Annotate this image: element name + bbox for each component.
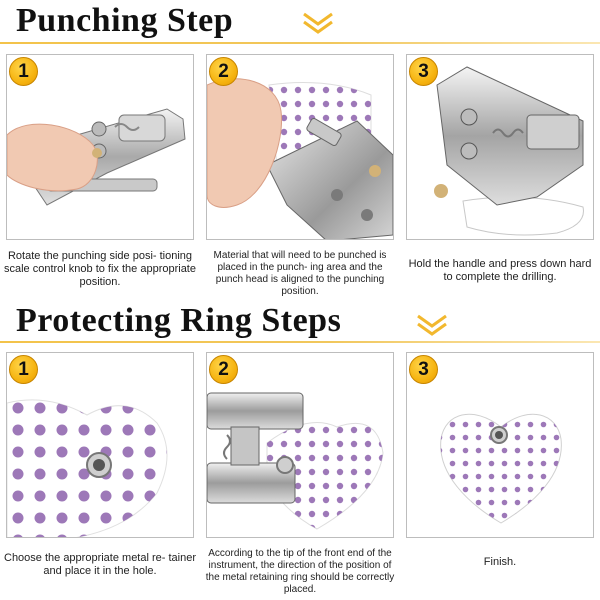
step-caption: Material that will need to be punched is… xyxy=(213,250,387,297)
heart-with-metal-ring-image xyxy=(7,399,168,537)
step-panel-ring-2: 2 xyxy=(206,352,394,538)
double-chevron-down-icon xyxy=(303,12,333,34)
section-title-punching: Punching Step xyxy=(16,2,234,39)
section-title-protecting-ring: Protecting Ring Steps xyxy=(16,302,342,339)
polka-dot-sheet-in-punch-image xyxy=(207,78,393,239)
step-panel-punch-2: 2 xyxy=(206,54,394,240)
step-number-badge: 2 xyxy=(209,355,238,384)
step-number-badge: 3 xyxy=(409,355,438,384)
section-divider xyxy=(0,42,600,44)
step-caption: Rotate the punching side posi- tioning s… xyxy=(3,250,196,288)
step-panel-ring-3: 3 xyxy=(406,352,594,538)
hand-turning-punch-knob-image xyxy=(7,108,186,206)
section-divider xyxy=(0,341,600,343)
step-panel-ring-1: 1 xyxy=(6,352,194,538)
step-number-badge: 1 xyxy=(9,57,38,86)
step-number-badge: 1 xyxy=(9,355,38,384)
step-caption: According to the tip of the front end of… xyxy=(205,548,395,595)
punch-pressing-sheet-image xyxy=(434,66,584,236)
step-number-badge: 3 xyxy=(409,57,438,86)
step-caption: Finish. xyxy=(483,556,517,568)
punch-setting-ring-on-heart-image xyxy=(207,392,384,530)
step-caption: Choose the appropriate metal re- tainer … xyxy=(4,552,196,577)
double-chevron-down-icon xyxy=(417,314,447,336)
step-panel-punch-1: 1 xyxy=(6,54,194,240)
step-caption: Hold the handle and press down hard to c… xyxy=(408,258,592,283)
finished-heart-tag-image xyxy=(440,413,562,524)
step-number-badge: 2 xyxy=(209,57,238,86)
step-panel-punch-3: 3 xyxy=(406,54,594,240)
